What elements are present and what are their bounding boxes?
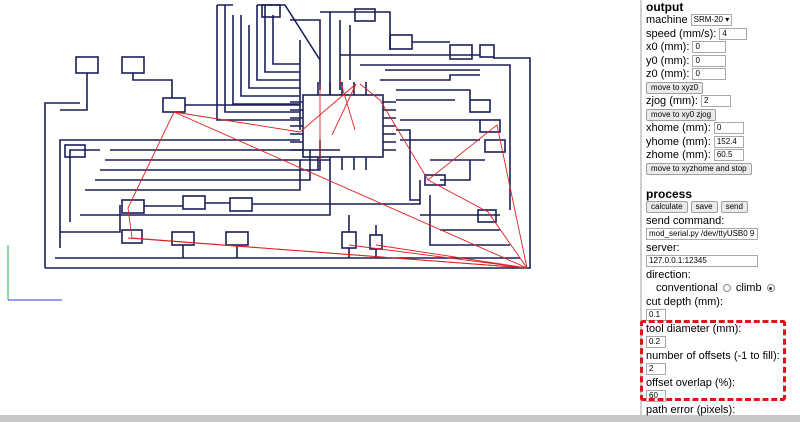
xhome-input[interactable]: 0 [713,122,744,135]
highlight-box [640,320,786,401]
xhome-label: xhome (mm): [646,122,711,134]
offsets-label: number of offsets (-1 to fill): [646,349,780,362]
tool-diameter-input[interactable]: 0.2 [646,336,666,349]
toolpath-preview-canvas[interactable] [0,0,640,415]
climb-label: climb [735,282,762,294]
climb-radio[interactable] [766,284,775,293]
machine-label: machine [646,14,688,26]
overlap-label: offset overlap (%): [646,376,736,389]
x0-label: x0 (mm): [646,41,690,53]
z0-input[interactable]: 0 [692,68,727,81]
send-command-input[interactable]: mod_serial.py /dev/ttyUSB0 9 [646,228,758,241]
direction-label: direction: [646,268,691,281]
yhome-input[interactable]: 152.4 [713,135,744,148]
server-label: server: [646,241,680,254]
panel-divider [640,0,642,422]
speed-input[interactable]: 4 [719,27,748,40]
y0-label: y0 (mm): [646,54,690,67]
offsets-input[interactable]: 2 [646,363,666,376]
server-input[interactable]: 127.0.0.1:12345 [646,255,758,268]
move-to-home-button[interactable]: move to xyzhome and stop [646,162,752,175]
cut-depth-label: cut depth (mm): [646,295,724,308]
output-heading: output [646,0,684,14]
zhome-input[interactable]: 60.5 [713,149,744,162]
move-to-xyz0-button[interactable]: move to xyz0 [646,81,704,94]
pcb-toolpath-traces [44,4,531,269]
process-heading: process [646,187,693,201]
y0-input[interactable]: 0 [692,54,727,67]
settings-panel: output machine SRM-20 ▾ speed (mm/s): 4 … [646,0,800,416]
machine-select[interactable]: SRM-20 ▾ [690,14,733,27]
conventional-radio[interactable] [722,284,731,293]
tool-diameter-label: tool diameter (mm): [646,322,742,335]
zhome-label: zhome (mm): [646,149,711,161]
z0-label: z0 (mm): [646,68,690,80]
speed-label: speed (mm/s): [646,27,717,40]
conventional-label: conventional [656,282,718,294]
machine-row: machine SRM-20 ▾ [646,14,800,28]
zjog-input[interactable]: 2 [701,95,732,108]
move-to-xy0-zjog-button[interactable]: move to xy0 zjog [646,108,717,121]
send-command-label: send command: [646,214,725,227]
x0-input[interactable]: 0 [692,41,727,54]
send-button[interactable]: send [720,201,748,214]
zjog-label: zjog (mm): [646,95,698,107]
yhome-label: yhome (mm): [646,135,711,148]
horizontal-scrollbar[interactable] [0,415,800,422]
axis-indicator [7,245,62,301]
rapid-move-paths [127,79,528,269]
save-button[interactable]: save [690,201,718,214]
path-error-label: path error (pixels): [646,403,736,416]
calculate-button[interactable]: calculate [646,201,688,214]
